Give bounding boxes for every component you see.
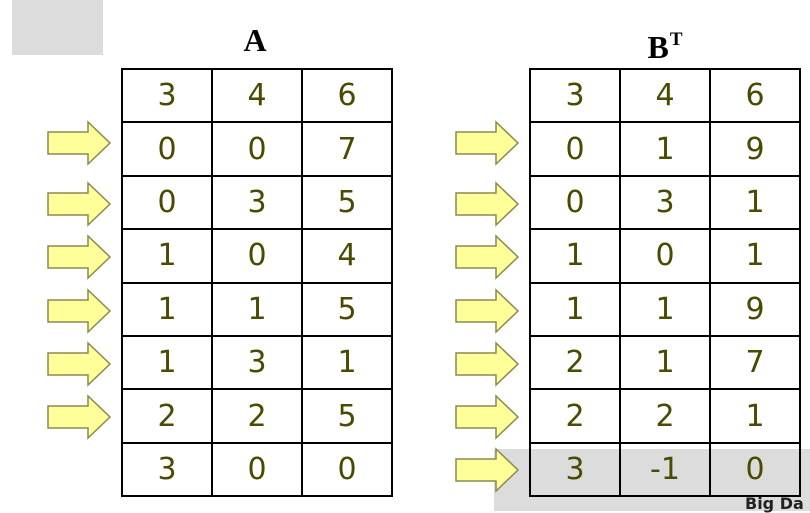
matrix-a-cell: 5	[301, 388, 393, 444]
matrix-a-cell: 0	[301, 441, 393, 498]
matrix-a-cell: 4	[301, 228, 393, 284]
matrix-a-cell: 5	[301, 174, 393, 231]
row-pointer-a-arrow-icon	[46, 288, 112, 334]
matrix-a-cell: 1	[121, 334, 213, 391]
row-pointer-b-arrow-icon	[454, 394, 520, 440]
matrix-a-cell: 3	[121, 67, 213, 124]
gray-corner-box	[12, 0, 103, 55]
matrix-a-cell: 3	[211, 174, 303, 231]
matrix-bt-cell: 1	[709, 174, 801, 231]
row-pointer-b-arrow-icon	[454, 447, 520, 493]
matrix-bt-cell: 7	[709, 334, 801, 391]
matrix-bt-cell: 3	[529, 441, 621, 498]
matrix-bt-cell: 2	[529, 388, 621, 444]
title-bt: BT	[620, 20, 710, 65]
matrix-a-cell: 1	[121, 228, 213, 284]
row-pointer-a-arrow-icon	[46, 234, 112, 280]
matrix-bt-cell: 4	[619, 67, 711, 124]
row-pointer-a-arrow-icon	[46, 341, 112, 387]
row-pointer-b-arrow-icon	[454, 341, 520, 387]
matrix-bt-cell: 3	[529, 67, 621, 124]
matrix-bt-cell: 2	[529, 334, 621, 391]
matrix-bt-cell: 1	[619, 334, 711, 391]
matrix-bt-cell: 6	[709, 67, 801, 124]
row-pointer-b-arrow-icon	[454, 234, 520, 280]
row-pointer-b-arrow-icon	[454, 120, 520, 166]
footer-text: Big Da	[745, 494, 804, 513]
matrix-bt-cell: 0	[529, 121, 621, 177]
matrix-a-cell: 2	[211, 388, 303, 444]
matrix-a-cell: 0	[121, 121, 213, 177]
matrix-bt-cell: 1	[709, 388, 801, 444]
matrix-a-cell: 3	[121, 441, 213, 498]
title-b-text: B	[647, 29, 669, 65]
matrix-a-cell: 0	[211, 121, 303, 177]
row-pointer-b-arrow-icon	[454, 181, 520, 227]
matrix-a-cell: 1	[121, 281, 213, 337]
row-pointer-a-arrow-icon	[46, 394, 112, 440]
matrix-a-cell: 0	[211, 228, 303, 284]
matrix-bt-cell: 2	[619, 388, 711, 444]
matrix-bt-cell: 3	[619, 174, 711, 231]
matrix-bt-cell: 1	[529, 281, 621, 337]
matrix-bt-cell: 9	[709, 121, 801, 177]
row-pointer-b-arrow-icon	[454, 288, 520, 334]
matrix-bt-cell: 1	[709, 228, 801, 284]
matrix-a-cell: 4	[211, 67, 303, 124]
matrix-bt-cell: 1	[619, 281, 711, 337]
matrix-a-cell: 5	[301, 281, 393, 337]
matrix-bt-cell: -1	[619, 441, 711, 498]
row-pointer-a-arrow-icon	[46, 181, 112, 227]
matrix-bt-cell: 1	[529, 228, 621, 284]
matrix-a-cell: 2	[121, 388, 213, 444]
matrix-a-cell: 0	[121, 174, 213, 231]
matrix-bt-cell: 0	[619, 228, 711, 284]
matrix-bt-cell: 0	[709, 441, 801, 498]
matrix-a-cell: 7	[301, 121, 393, 177]
title-a: A	[215, 20, 295, 60]
matrix-bt-cell: 9	[709, 281, 801, 337]
title-a-text: A	[243, 22, 267, 58]
matrix-a-cell: 1	[301, 334, 393, 391]
matrix-a-cell: 0	[211, 441, 303, 498]
matrix-bt-cell: 1	[619, 121, 711, 177]
matrix-a-cell: 1	[211, 281, 303, 337]
title-b-sup: T	[669, 29, 683, 50]
matrix-a-cell: 6	[301, 67, 393, 124]
matrix-bt-cell: 0	[529, 174, 621, 231]
matrix-a-cell: 3	[211, 334, 303, 391]
row-pointer-a-arrow-icon	[46, 120, 112, 166]
